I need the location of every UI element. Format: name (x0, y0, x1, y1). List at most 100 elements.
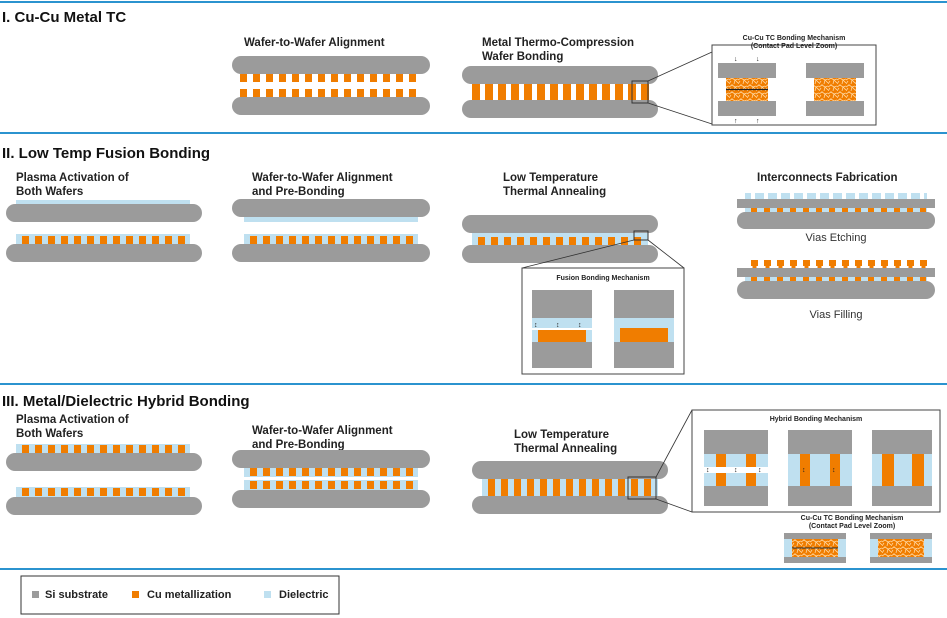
s3b-bottom-pads-3 (289, 481, 296, 489)
s3a-top-pads-2 (48, 445, 55, 453)
s1a-top-pads-0 (240, 74, 247, 82)
s2b-bottom-wafer (232, 244, 430, 262)
s3a-bottom-pads-8 (126, 488, 133, 496)
s2d-fill-pads-2 (777, 277, 783, 281)
s1a-bottom-pads-5 (305, 89, 312, 97)
s2a-bottom-pads-3 (61, 236, 68, 244)
s2d-etch-pads-4 (803, 208, 809, 212)
s2d-etch-bond-dielectric (745, 208, 927, 212)
s2d-etch-pads-12 (907, 208, 913, 212)
s2-vias-etching-caption: Vias Etching (806, 232, 867, 244)
s2d-fill-pads-13 (920, 277, 926, 281)
s2z-arrows-1: ↕ (534, 322, 538, 329)
s3b-top-pads-12 (406, 468, 413, 476)
s3a-top-pads-0 (22, 445, 29, 453)
s2d-fill-pads-4 (803, 277, 809, 281)
s3b-bottom-pads-6 (328, 481, 335, 489)
s3b-bottom-wafer (232, 490, 430, 508)
s1b-zoom-line-1 (647, 51, 713, 82)
s1b-bonded-pads-5 (537, 84, 545, 100)
s3c-zoom-line-1 (655, 409, 693, 478)
s2d-etch-pads-10 (881, 208, 887, 212)
s3-step3-label-2: Thermal Annealing (514, 443, 617, 455)
s2c-pads-5 (543, 237, 550, 245)
s2a-top-wafer (6, 204, 202, 222)
s3b-top-pads-6 (328, 468, 335, 476)
s3b-top-pads-5 (315, 468, 322, 476)
legend-dielectric-swatch (264, 591, 271, 598)
s2a-bottom-pads-10 (152, 236, 159, 244)
s3b-top-pads-9 (367, 468, 374, 476)
s2d-fill-vias-8 (855, 260, 862, 266)
s1a-bottom-pads-2 (266, 89, 273, 97)
s2d-fill-vias-0 (751, 260, 758, 266)
s3z-p1-arrow-1: ↕ (706, 467, 710, 474)
s1a-top-pads-9 (357, 74, 364, 82)
s3a-bottom-pads-12 (178, 488, 185, 496)
s2c-pads-7 (569, 237, 576, 245)
s2z-right-top-si (614, 290, 674, 318)
s2a-bottom-pads-6 (100, 236, 107, 244)
s3-step2-label-1: Wafer-to-Wafer Alignment (252, 425, 393, 437)
s3a-bottom-pads-9 (139, 488, 146, 496)
s3z-panel-1 (704, 430, 768, 506)
s1a-bottom-pads-7 (331, 89, 338, 97)
s3c-zoom-marker (627, 476, 657, 500)
s3-zoom-title: Hybrid Bonding Mechanism (770, 416, 863, 423)
s3c-pads (488, 479, 651, 496)
s1a-bottom-pads-3 (279, 89, 286, 97)
s2a-bottom-pads (22, 236, 185, 244)
s3b-bottom-pads-10 (380, 481, 387, 489)
s3c-pads-1 (501, 479, 508, 496)
s2d-etch-vias-9 (868, 193, 872, 199)
s3a-bottom-pads-2 (48, 488, 55, 496)
s2d-fill-pads-5 (816, 277, 822, 281)
s1a-bottom-pads-10 (370, 89, 377, 97)
s1b-bonded-pads-7 (563, 84, 571, 100)
s3a-bottom-pads-10 (152, 488, 159, 496)
s2c-pads-6 (556, 237, 563, 245)
s3c-pads-9 (605, 479, 612, 496)
s3z2-left (784, 533, 846, 563)
s2d-fill-pads-10 (881, 277, 887, 281)
s1a-bottom-pads-9 (357, 89, 364, 97)
s1b-bottom-wafer (462, 100, 658, 118)
s2c-pads-3 (517, 237, 524, 245)
s1z-left-top-cu (726, 78, 768, 89)
s2c-pads-9 (595, 237, 602, 245)
s1b-zoom-marker (631, 80, 649, 104)
s3-zoom2-title-1: Cu-Cu TC Bonding Mechanism (801, 515, 904, 522)
s2b-bottom-pads-12 (406, 236, 413, 244)
s2d-fill-vias-5 (816, 260, 823, 266)
legend-si-label: Si substrate (45, 589, 108, 601)
s3b-bottom-pads-4 (302, 481, 309, 489)
s2d-etch-vias-6 (829, 193, 833, 199)
s3c-pads-3 (527, 479, 534, 496)
s1b-bonded-pads-0 (472, 84, 480, 100)
s2d-fill-vias-13 (920, 260, 927, 266)
s2d-etch-pads-13 (920, 208, 926, 212)
section-3-title: III. Metal/Dielectric Hybrid Bonding (2, 393, 250, 410)
s2b-bottom-pads-3 (289, 236, 296, 244)
s3z-panel-2 (788, 430, 852, 506)
s2d-etch-pads-5 (816, 208, 822, 212)
s2d-etch-vias-11 (894, 193, 898, 199)
s1a-bottom-pads-1 (253, 89, 260, 97)
s3c-top-wafer (472, 461, 668, 479)
s3z-p2-arrow-2: ↕ (832, 467, 836, 474)
s2d-etch-vias-0 (751, 193, 755, 199)
s3c-pads-7 (579, 479, 586, 496)
s2d-fill-top-wafer (737, 268, 935, 277)
s2c-zoom-line-1 (521, 239, 635, 269)
s1b-bonded-pads-13 (641, 84, 649, 100)
s1a-bottom-pads-4 (292, 89, 299, 97)
s2d-fill-pads-3 (790, 277, 796, 281)
s2a-top-dielectric (16, 200, 190, 205)
s2d-etch-pads-8 (855, 208, 861, 212)
s1a-top-pads-7 (331, 74, 338, 82)
s1b-bonded-pads-1 (485, 84, 493, 100)
s2d-etch-pads-0 (751, 208, 757, 212)
s1z-right-bottom-si (806, 101, 864, 116)
s2a-bottom-pads-11 (165, 236, 172, 244)
s3z-p1-arrow-3: ↕ (758, 467, 762, 474)
